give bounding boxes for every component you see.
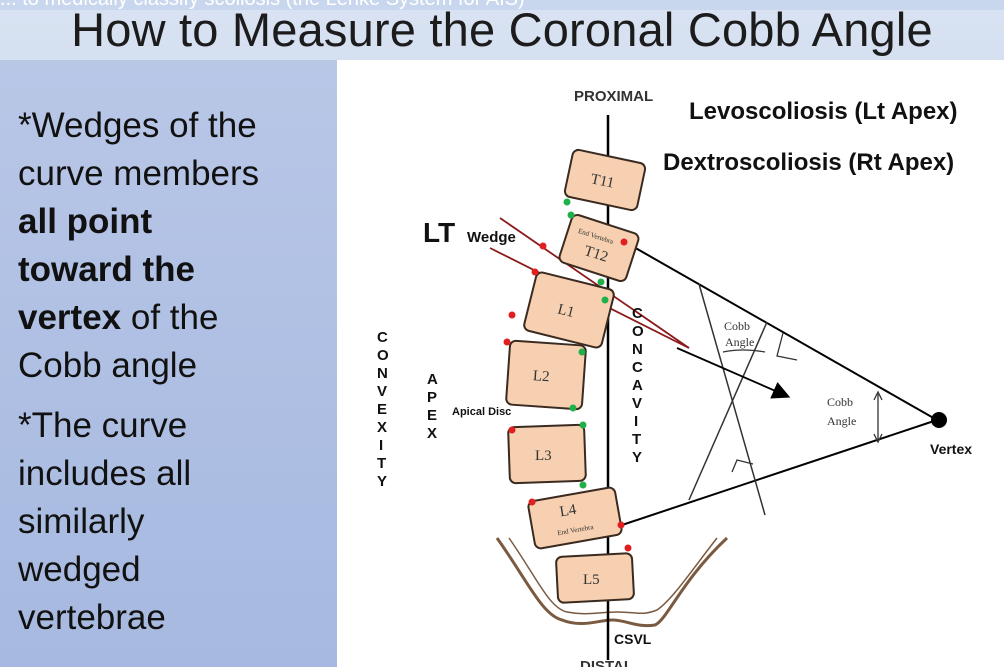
label-l3: L3 [535, 448, 552, 464]
cobb-small-label-2: Angle [725, 335, 754, 349]
endplate-markers [503, 198, 632, 552]
label-t11: T11 [589, 171, 615, 192]
label-l2: L2 [532, 368, 550, 385]
left-text-panel: *Wedges of the curve members all point t… [0, 60, 337, 667]
label-l5: L5 [583, 572, 600, 588]
svg-text:V: V [377, 383, 387, 400]
wedge-label: Wedge [467, 229, 516, 246]
vertebra-l2 [505, 339, 587, 411]
svg-text:O: O [377, 347, 389, 364]
vertebra-t12 [558, 213, 640, 283]
svg-text:A: A [427, 371, 438, 388]
perpendicular-line-2 [688, 321, 768, 501]
svg-text:T: T [632, 431, 641, 448]
bullet-line: all point [18, 202, 153, 241]
svg-text:X: X [377, 419, 387, 436]
lower-endplate-line [621, 419, 938, 526]
bullet-curve: *The curve includes all similarly wedged… [18, 402, 328, 642]
svg-text:C: C [632, 359, 643, 376]
bullet-line: curve members [18, 154, 260, 193]
svg-text:X: X [427, 425, 437, 442]
svg-text:O: O [632, 323, 644, 340]
lt-label: LT [423, 217, 455, 248]
svg-text:C: C [632, 305, 643, 322]
right-angle-marker [731, 459, 754, 473]
convexity-label: C O N V E X I T Y [377, 329, 389, 490]
bullet-line: Cobb angle [18, 346, 198, 385]
pelvis-outline [495, 536, 729, 628]
svg-text:N: N [632, 341, 643, 358]
bullet-line: wedged [18, 550, 141, 589]
perpendicular-line-1 [698, 283, 766, 516]
bullet-line: similarly [18, 502, 145, 541]
svg-text:T: T [377, 455, 386, 472]
pelvis-inner-outline [508, 537, 718, 615]
cobb-angle-diagram: T11 End Vertebra T12 L1 L2 L3 L4 End Ver… [337, 60, 1004, 667]
upper-endplate-line [624, 241, 938, 421]
apical-disc-label: Apical Disc [452, 406, 511, 418]
distal-label: DISTAL [580, 658, 633, 667]
svg-text:V: V [632, 395, 642, 412]
dextroscoliosis-label: Dextroscoliosis (Rt Apex) [663, 149, 954, 176]
svg-text:P: P [427, 389, 437, 406]
label-t12: T12 [582, 243, 610, 266]
bullet-line: *Wedges of the [18, 106, 257, 145]
bullet-wedges: *Wedges of the curve members all point t… [18, 102, 328, 390]
concavity-label: C O N C A V I T Y [632, 305, 644, 466]
vertebra-l3 [507, 423, 587, 485]
svg-text:C: C [377, 329, 388, 346]
svg-text:Y: Y [377, 473, 387, 490]
wedge-arrow [676, 347, 791, 399]
label-l1: L1 [556, 302, 576, 322]
small-cobb-arc [722, 349, 766, 353]
svg-text:A: A [632, 377, 643, 394]
bullet-line: *The curve [18, 406, 188, 445]
label-l4: L4 [558, 502, 578, 521]
svg-text:Y: Y [632, 449, 642, 466]
vertebra-l1 [523, 271, 615, 349]
wedge-line [499, 217, 690, 349]
bullet-line: vertex of the [18, 298, 219, 337]
cobb-big-label-2: Angle [827, 414, 856, 428]
bullet-line: includes all [18, 454, 192, 493]
svg-text:I: I [634, 413, 638, 430]
apex-label: A P E X [427, 371, 438, 442]
bullet-line: vertebrae [18, 598, 166, 637]
bullet-line: toward the [18, 250, 195, 289]
cobb-small-label-1: Cobb [724, 319, 750, 333]
vertebra-l5 [555, 552, 635, 604]
csvl-label: CSVL [614, 631, 652, 647]
slide-title: How to Measure the Coronal Cobb Angle [71, 3, 933, 56]
svg-text:E: E [427, 407, 437, 424]
svg-text:E: E [377, 401, 387, 418]
vertex-dot [931, 412, 947, 428]
right-angle-marker [776, 332, 798, 361]
vertebra-t11 [563, 148, 647, 212]
cobb-big-label-1: Cobb [827, 395, 853, 409]
vertex-label: Vertex [930, 441, 972, 457]
levoscoliosis-label: Levoscoliosis (Lt Apex) [689, 98, 958, 125]
svg-text:N: N [377, 365, 388, 382]
vertebra-l4 [527, 486, 623, 550]
proximal-label: PROXIMAL [574, 88, 653, 105]
cut-off-header-text: ... to medically classify scoliosis (the… [0, 0, 1004, 10]
svg-text:I: I [379, 437, 383, 454]
